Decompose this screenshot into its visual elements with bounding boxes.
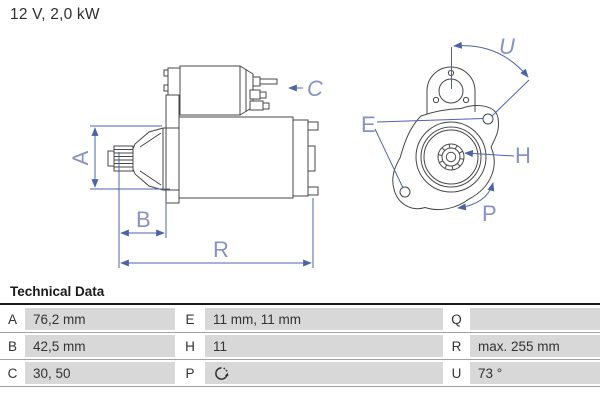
spec-value-c: 30, 50 <box>25 362 175 384</box>
spec-value-q <box>470 308 600 330</box>
label-a: A <box>68 150 93 165</box>
label-p: P <box>482 201 497 226</box>
spec-value-e: 11 mm, 11 mm <box>205 308 443 330</box>
technical-data-table: A 76,2 mm E 11 mm, 11 mm Q B 42,5 mm H 1… <box>0 306 600 387</box>
starter-motor-side-view: A B R C <box>68 65 323 268</box>
spec-key-p: P <box>175 362 205 384</box>
spec-key-u: U <box>443 362 470 384</box>
spec-key-e: E <box>175 308 205 330</box>
dimension-a: A <box>68 125 170 190</box>
page-title: 12 V, 2,0 kW <box>10 6 100 23</box>
dimension-p: P <box>457 182 497 226</box>
drive-end-housing <box>132 127 179 191</box>
motor-body <box>165 94 319 204</box>
mounting-hole-top-right <box>482 113 494 125</box>
solenoid <box>163 65 278 116</box>
label-b: B <box>136 207 151 232</box>
label-e: E <box>361 112 376 137</box>
spec-key-h: H <box>175 335 205 357</box>
dimension-b: B <box>118 152 167 268</box>
mounting-hole-bottom-left <box>399 186 411 198</box>
spec-key-b: B <box>0 335 25 357</box>
spec-value-p <box>205 362 443 384</box>
pinion-gear <box>107 145 134 172</box>
spec-value-h: 11 <box>205 335 443 357</box>
label-r: R <box>213 237 229 262</box>
spec-key-r: R <box>443 335 470 357</box>
technical-drawing: A B R C <box>68 34 531 268</box>
spec-value-u: 73 ° <box>470 362 600 384</box>
rotation-clockwise-icon <box>215 366 229 380</box>
dimension-e: E <box>361 112 484 189</box>
spec-key-a: A <box>0 308 25 330</box>
spec-value-a: 76,2 mm <box>25 308 175 330</box>
center-boss <box>415 121 487 193</box>
label-u: U <box>499 34 515 59</box>
label-c: C <box>307 76 323 101</box>
table-row: C 30, 50 P U 73 ° <box>0 360 600 387</box>
technical-data-heading: Technical Data <box>10 284 105 299</box>
spec-key-c: C <box>0 362 25 384</box>
dimension-r: R <box>120 198 314 268</box>
mounting-flange-front-view: E H U P <box>361 34 531 226</box>
heading-rule <box>0 303 600 305</box>
spec-value-r: max. 255 mm <box>470 335 600 357</box>
dimension-u: U <box>451 34 530 117</box>
label-h: H <box>515 143 531 168</box>
spec-value-b: 42,5 mm <box>25 335 175 357</box>
dimension-h: H <box>464 143 531 168</box>
table-row: B 42,5 mm H 11 R max. 255 mm <box>0 333 600 360</box>
table-row: A 76,2 mm E 11 mm, 11 mm Q <box>0 306 600 333</box>
spec-key-q: Q <box>443 308 470 330</box>
dimension-c: C <box>288 76 323 101</box>
